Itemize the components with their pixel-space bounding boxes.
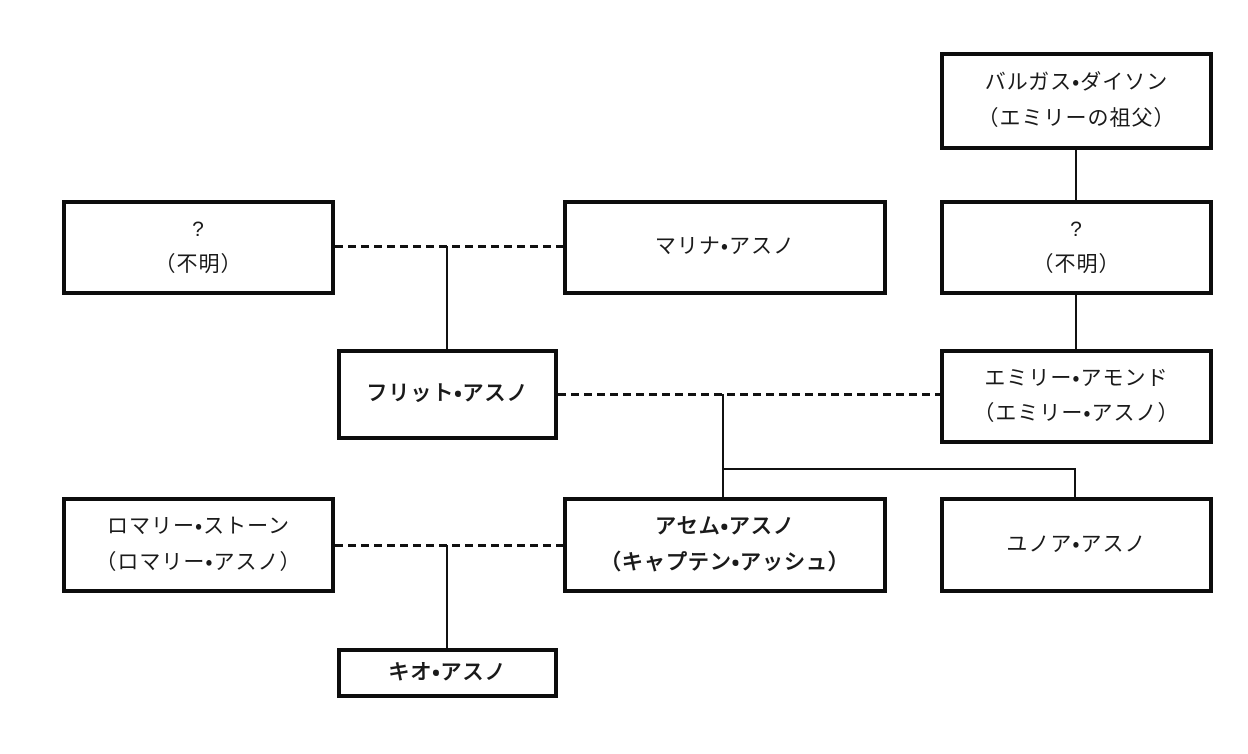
edge-to-asemu xyxy=(722,394,724,497)
edge-to-yunoa xyxy=(1074,468,1076,497)
node-name: ? xyxy=(1070,217,1083,241)
node-name: アセム・アスノ xyxy=(655,515,795,539)
node-vargas-dyson: バルガス・ダイソン （エミリーの祖父） xyxy=(940,52,1213,150)
node-note: （不明） xyxy=(1032,253,1121,276)
node-romary-stone: ロマリー・ストーン （ロマリー・アスノ） xyxy=(62,497,335,593)
node-name: バルガス・ダイソン xyxy=(984,71,1169,95)
node-name: ? xyxy=(192,217,205,241)
node-note: （エミリー・アスノ） xyxy=(973,402,1180,425)
edge-branch-to-yunoa xyxy=(722,468,1076,470)
node-kio-asuno: キオ・アスノ xyxy=(337,648,558,698)
edge-to-kio xyxy=(446,545,448,648)
node-name: ユノア・アスノ xyxy=(1006,532,1147,556)
edge-flit-emily-marriage xyxy=(558,393,940,396)
node-flit-asuno: フリット・アスノ xyxy=(337,349,558,440)
node-name: エミリー・アモンド xyxy=(984,366,1169,390)
edge-unknown-to-emily xyxy=(1075,295,1077,349)
node-name: マリナ・アスノ xyxy=(654,235,796,259)
node-name: フリット・アスノ xyxy=(366,382,529,406)
node-note: （エミリーの祖父） xyxy=(977,106,1176,130)
edge-vargas-to-unknown xyxy=(1075,150,1077,200)
node-yunoa-asuno: ユノア・アスノ xyxy=(940,497,1213,593)
edge-to-flit xyxy=(446,246,448,349)
node-unknown-right: ? （不明） xyxy=(940,200,1213,295)
node-marina-asuno: マリナ・アスノ xyxy=(563,200,887,295)
node-unknown-left: ? （不明） xyxy=(62,200,335,295)
node-asemu-asuno: アセム・アスノ （キャプテン・アッシュ） xyxy=(563,497,887,593)
node-note: （ロマリー・アスノ） xyxy=(95,550,302,574)
edge-unknown-marina-marriage xyxy=(335,245,563,248)
node-note: （キャプテン・アッシュ） xyxy=(599,550,851,574)
node-name: ロマリー・ストーン xyxy=(106,515,291,539)
node-note: （不明） xyxy=(154,253,243,276)
edge-romary-asemu-marriage xyxy=(335,544,563,547)
node-emily-amonde: エミリー・アモンド （エミリー・アスノ） xyxy=(940,349,1213,444)
node-name: キオ・アスノ xyxy=(388,660,507,684)
